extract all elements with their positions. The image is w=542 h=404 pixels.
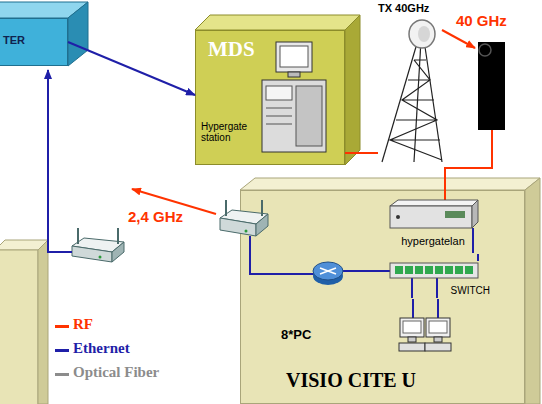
ethernet-wire	[48, 70, 72, 252]
ethernet-wire	[436, 278, 438, 298]
hypergate-station	[262, 42, 326, 152]
pc-icon	[425, 318, 451, 351]
box-top-face	[195, 15, 360, 30]
rf-link	[442, 30, 475, 48]
frequency-label: 2,4 GHz	[128, 208, 183, 225]
rf-link	[132, 189, 216, 214]
box-side-face	[525, 178, 540, 404]
box-side-face	[68, 2, 88, 66]
tower	[382, 40, 442, 162]
node-title: hypergatelan	[376, 235, 490, 247]
ethernet-wire	[250, 236, 314, 274]
ethernet-wire	[342, 270, 390, 272]
box-top-face	[240, 178, 540, 190]
node-title: 8*PC	[281, 327, 311, 342]
dish-inner	[418, 26, 430, 42]
hypergatelan-device	[390, 200, 478, 228]
box-side-face	[345, 15, 360, 165]
legend-text: RF	[73, 316, 93, 333]
node-title: MDS	[208, 37, 255, 62]
legend-swatch	[55, 373, 69, 376]
rf-wire	[445, 130, 492, 200]
router-symbol	[313, 262, 343, 285]
ethernet-wire	[411, 278, 413, 298]
rf-connector	[345, 152, 378, 154]
access-point	[72, 228, 124, 262]
node-title: VISIO CITE U	[286, 369, 416, 392]
router-box: TER	[0, 18, 68, 66]
building-front	[0, 250, 38, 404]
legend-swatch	[55, 349, 69, 352]
dish	[409, 20, 435, 48]
node-title: TER	[3, 34, 25, 46]
pc-icon	[399, 318, 425, 351]
receiver-antenna	[479, 44, 491, 56]
node-title: TX 40GHz	[378, 2, 429, 14]
frequency-label: 40 GHz	[456, 12, 507, 29]
legend-swatch	[55, 325, 69, 328]
ethernet-connector	[68, 42, 195, 95]
legend-text: Optical Fiber	[73, 364, 159, 381]
building-side-face	[38, 240, 48, 404]
receiver	[478, 42, 505, 130]
switch-device	[390, 263, 478, 278]
access-point	[220, 200, 268, 236]
node-text: Hypergate station	[201, 121, 259, 143]
node-title: SWITCH	[451, 285, 490, 296]
site-building: VISIO CITE U hypergatelanSWITCH 8*PC	[240, 190, 525, 404]
ethernet-connector	[477, 254, 479, 261]
ethernet-wire	[472, 228, 474, 253]
legend-text: Ethernet	[73, 340, 130, 357]
ethernet-connector	[413, 299, 438, 319]
